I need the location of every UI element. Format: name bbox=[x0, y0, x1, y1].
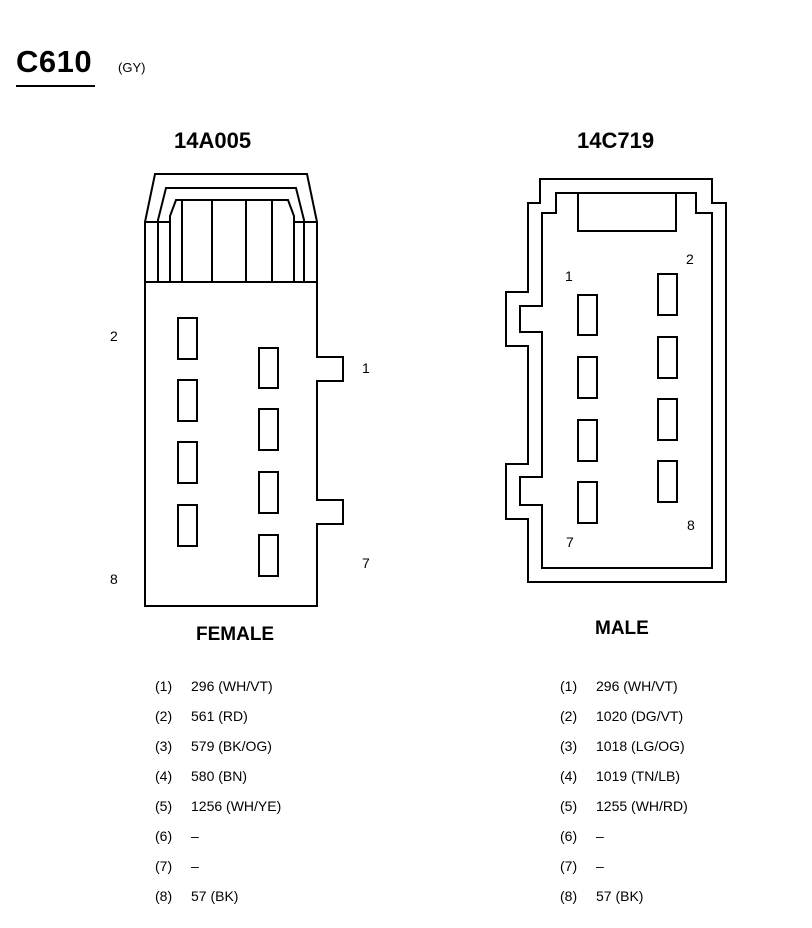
female-pin-label-2: 2 bbox=[110, 328, 118, 344]
male-cavity bbox=[577, 419, 598, 462]
pin-number: (2) bbox=[155, 708, 173, 724]
female-cavity bbox=[177, 504, 198, 547]
male-pin-label-2: 2 bbox=[686, 251, 694, 267]
pin-number: (4) bbox=[560, 768, 578, 784]
pin-wire: 296 (WH/VT) bbox=[191, 678, 273, 694]
female-cavity bbox=[258, 471, 279, 514]
pin-wire: – bbox=[596, 828, 604, 844]
female-pin-label-1: 1 bbox=[362, 360, 370, 376]
female-cavity bbox=[258, 347, 279, 389]
male-inner-shell bbox=[519, 192, 713, 569]
female-cavity bbox=[258, 408, 279, 451]
pin-number: (5) bbox=[560, 798, 578, 814]
pin-number: (7) bbox=[560, 858, 578, 874]
male-cavity bbox=[657, 460, 678, 503]
female-pin-list: (1) 296 (WH/VT) (2) 561 (RD) (3) 579 (BK/OG… bbox=[155, 678, 385, 918]
female-connector-outline bbox=[144, 173, 344, 607]
pin-number: (1) bbox=[155, 678, 173, 694]
male-cavity bbox=[577, 294, 598, 336]
male-cavity bbox=[577, 481, 598, 524]
male-connector-outline bbox=[505, 178, 727, 583]
female-part-number: 14A005 bbox=[174, 128, 252, 153]
pin-number: (3) bbox=[155, 738, 173, 754]
male-part-number: 14C719 bbox=[577, 128, 655, 153]
pin-wire: 580 (BN) bbox=[191, 768, 248, 784]
male-cavity bbox=[657, 336, 678, 379]
pin-wire: 1018 (LG/OG) bbox=[596, 738, 685, 754]
male-cavity bbox=[657, 273, 678, 316]
connector-id: C610 bbox=[16, 44, 93, 79]
pin-number: (7) bbox=[155, 858, 173, 874]
pin-number: (8) bbox=[560, 888, 578, 904]
female-pin-label-8: 8 bbox=[110, 571, 118, 587]
female-cavity bbox=[258, 534, 279, 577]
title-underline bbox=[16, 85, 95, 87]
pin-wire: 1255 (WH/RD) bbox=[596, 798, 688, 814]
pin-wire: – bbox=[596, 858, 604, 874]
pin-number: (5) bbox=[155, 798, 173, 814]
female-body bbox=[144, 281, 344, 607]
male-pin-label-8: 8 bbox=[687, 517, 695, 533]
pin-number: (4) bbox=[155, 768, 173, 784]
pin-wire: 1020 (DG/VT) bbox=[596, 708, 684, 724]
male-outer-shell bbox=[505, 178, 727, 583]
male-key bbox=[577, 192, 677, 232]
female-pin-label-7: 7 bbox=[362, 555, 370, 571]
female-cavity bbox=[177, 317, 198, 360]
female-gender-label: FEMALE bbox=[196, 624, 275, 645]
male-cavity bbox=[577, 356, 598, 399]
male-gender-label: MALE bbox=[595, 618, 649, 639]
male-cavity bbox=[657, 398, 678, 441]
pin-number: (3) bbox=[560, 738, 578, 754]
female-cavity bbox=[177, 441, 198, 484]
pin-wire: – bbox=[191, 858, 199, 874]
pin-number: (2) bbox=[560, 708, 578, 724]
male-pin-label-7: 7 bbox=[566, 534, 574, 550]
female-latch bbox=[144, 173, 318, 282]
female-cavity bbox=[177, 379, 198, 422]
pin-number: (8) bbox=[155, 888, 173, 904]
pin-wire: 561 (RD) bbox=[191, 708, 248, 724]
male-pin-list: (1) 296 (WH/VT) (2) 1020 (DG/VT) (3) 1018 (… bbox=[560, 678, 790, 918]
pin-wire: – bbox=[191, 828, 199, 844]
connector-color: (GY) bbox=[118, 60, 146, 75]
pin-wire: 57 (BK) bbox=[596, 888, 644, 904]
pin-number: (1) bbox=[560, 678, 578, 694]
pin-number: (6) bbox=[155, 828, 173, 844]
pin-wire: 296 (WH/VT) bbox=[596, 678, 678, 694]
pin-number: (6) bbox=[560, 828, 578, 844]
pin-wire: 579 (BK/OG) bbox=[191, 738, 272, 754]
pin-wire: 1019 (TN/LB) bbox=[596, 768, 681, 784]
pin-wire: 57 (BK) bbox=[191, 888, 239, 904]
male-pin-label-1: 1 bbox=[565, 268, 573, 284]
pin-wire: 1256 (WH/YE) bbox=[191, 798, 282, 814]
